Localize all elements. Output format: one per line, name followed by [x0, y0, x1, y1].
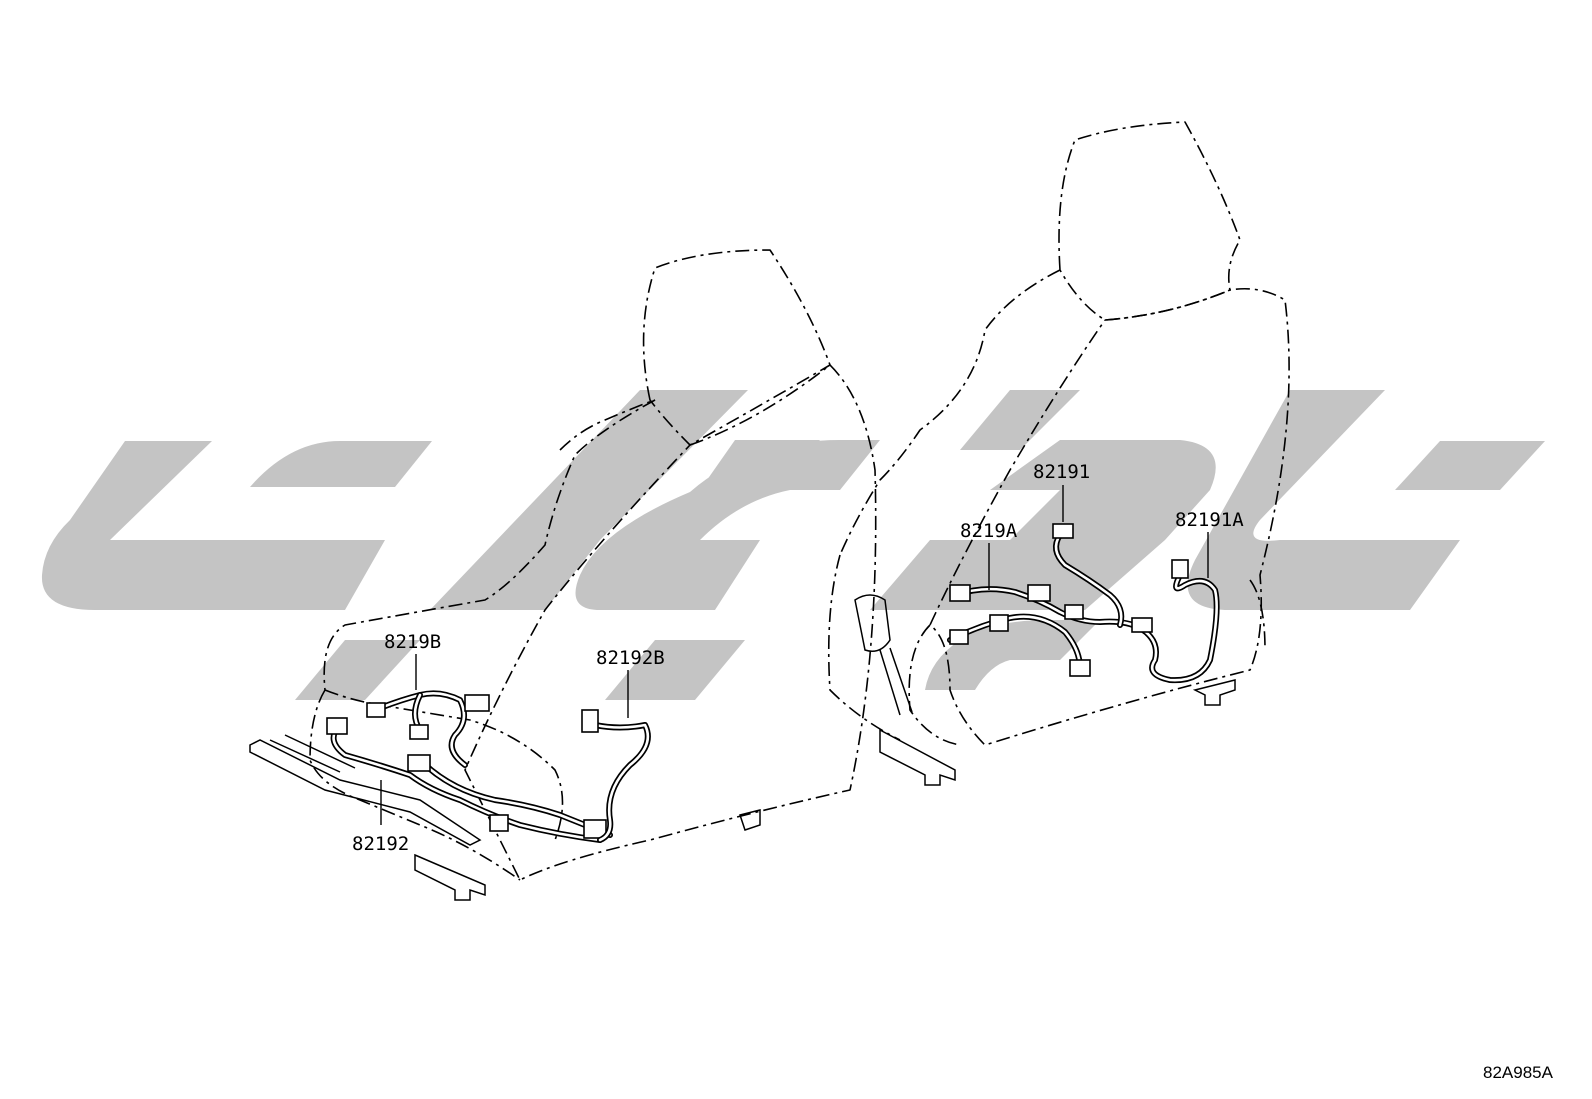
right-harness-82191a: [1131, 559, 1220, 684]
connector: [366, 702, 386, 718]
right-harness-82191: [1052, 523, 1125, 628]
connector: [326, 717, 348, 735]
leader-lines: [380, 485, 1209, 825]
left-harness-82192: [326, 717, 613, 843]
connector: [464, 694, 490, 712]
right-harness-8219a: [947, 584, 1143, 677]
watermark-logo: [41, 390, 1545, 700]
connector: [1052, 523, 1074, 539]
connector: [1171, 559, 1189, 579]
connector: [583, 819, 607, 839]
connector: [489, 814, 509, 832]
part-label-8219a: 8219A: [960, 520, 1018, 542]
part-label-82191a: 82191A: [1175, 509, 1244, 531]
left-seat-outline: [249, 249, 877, 901]
left-harness-8219b: [366, 690, 490, 768]
connector: [581, 709, 599, 733]
part-label-8219b: 8219B: [384, 631, 441, 653]
left-harness-82192b: [581, 709, 651, 843]
part-label-82192: 82192: [352, 833, 409, 855]
part-label-82191: 82191: [1033, 461, 1090, 483]
connector: [1027, 584, 1051, 602]
connector: [409, 724, 429, 740]
right-seat-outline: [827, 121, 1290, 786]
part-label-82192b: 82192B: [596, 647, 665, 669]
illustration-code: 82A985A: [1483, 1063, 1554, 1082]
connector: [949, 629, 969, 645]
connector: [407, 754, 431, 772]
connector: [1069, 659, 1091, 677]
connector: [1131, 617, 1153, 633]
connector: [1064, 604, 1084, 620]
connector: [949, 584, 971, 602]
connector: [989, 614, 1009, 632]
